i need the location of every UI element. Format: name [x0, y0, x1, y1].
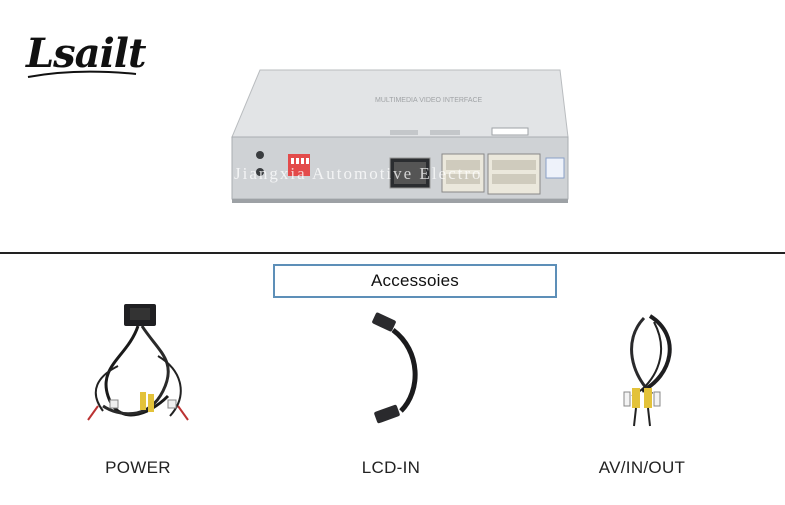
- brand-logo: Lsailt: [26, 30, 146, 78]
- lcd-cable-icon: [372, 312, 418, 424]
- power-cable-icon: [87, 304, 189, 421]
- section-divider: [0, 252, 785, 254]
- device-watermark: Jiangxia Automotive Electro: [234, 164, 483, 183]
- multimedia-interface-device: MULTIMEDIA VIDEO INTERFACE Jiangxia Auto…: [231, 69, 569, 203]
- brand-logo-text: Lsailt: [26, 30, 146, 77]
- accessories-heading-text: Accessoies: [371, 271, 459, 290]
- accessory-label-lcd-in: LCD-IN: [361, 458, 421, 477]
- accessory-label-av-in-out: AV/IN/OUT: [598, 458, 686, 477]
- accessory-label-power: POWER: [105, 458, 171, 477]
- av-cable-icon: [623, 314, 672, 427]
- accessories-heading: Accessoies: [273, 264, 557, 298]
- logo-swoosh-icon: [27, 70, 137, 78]
- device-top-label: MULTIMEDIA VIDEO INTERFACE: [375, 97, 483, 104]
